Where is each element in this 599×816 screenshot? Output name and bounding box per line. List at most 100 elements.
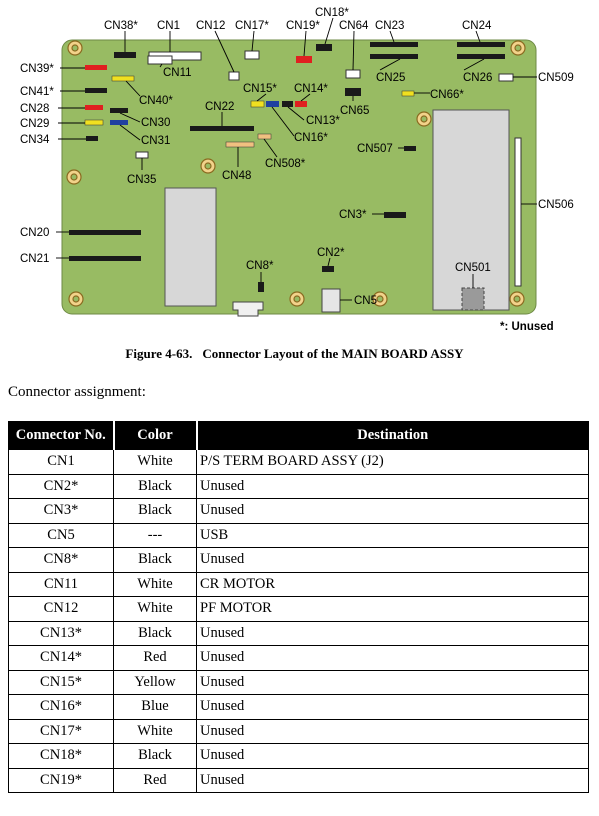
cell-color: Black <box>113 473 197 499</box>
cn24-connector-a <box>457 42 505 47</box>
table-row: CN5---USB <box>8 522 589 548</box>
cell-destination: Unused <box>196 498 589 524</box>
label-cn1: CN1 <box>157 20 180 32</box>
cn5-usb-connector <box>321 288 341 313</box>
label-cn16: CN16* <box>294 132 328 144</box>
label-cn34: CN34 <box>20 134 50 146</box>
unused-note: *: Unused <box>500 321 554 333</box>
label-cn41: CN41* <box>20 86 54 98</box>
cell-color: Black <box>113 620 197 646</box>
cell-color: Black <box>113 547 197 573</box>
label-cn21: CN21 <box>20 253 49 265</box>
label-cn19: CN19* <box>286 20 320 32</box>
cn506-connector <box>514 137 522 287</box>
cell-destination: Unused <box>196 718 589 744</box>
cell-connector: CN15* <box>8 669 114 695</box>
cell-color: White <box>113 571 197 597</box>
cell-color: White <box>113 718 197 744</box>
label-cn26: CN26 <box>463 72 492 84</box>
table-header-row: Connector No. Color Destination <box>8 421 589 450</box>
cell-destination: Unused <box>196 743 589 769</box>
cn22-connector <box>190 126 254 131</box>
cell-destination: Unused <box>196 694 589 720</box>
cn29-connector <box>84 119 104 126</box>
cell-connector: CN14* <box>8 645 114 671</box>
cell-connector: CN17* <box>8 718 114 744</box>
label-cn18: CN18* <box>315 7 349 19</box>
cell-connector: CN2* <box>8 473 114 499</box>
cn19-connector <box>296 56 312 63</box>
cell-color: Black <box>113 743 197 769</box>
cn18-connector <box>316 44 332 51</box>
cn39-connector <box>85 65 107 70</box>
connectors <box>69 42 514 292</box>
cell-connector: CN12 <box>8 596 114 622</box>
label-cn40: CN40* <box>139 95 173 107</box>
cn65-connector <box>345 88 361 96</box>
cell-destination: P/S TERM BOARD ASSY (J2) <box>196 449 589 475</box>
mounting-holes <box>66 40 526 307</box>
label-cn507: CN507 <box>357 143 393 155</box>
label-cn64: CN64 <box>339 20 369 32</box>
cell-connector: CN3* <box>8 498 114 524</box>
cn17-connector <box>244 50 260 60</box>
label-cn8: CN8* <box>246 260 274 272</box>
cn31-connector <box>110 120 128 125</box>
cell-connector: CN5 <box>8 522 114 548</box>
label-cn28: CN28 <box>20 103 49 115</box>
chip-right <box>432 109 510 311</box>
cell-destination: Unused <box>196 620 589 646</box>
bottom-tab <box>232 301 264 317</box>
cell-destination: CR MOTOR <box>196 571 589 597</box>
label-cn2: CN2* <box>317 247 345 259</box>
label-cn22: CN22 <box>205 101 234 113</box>
header-destination: Destination <box>196 421 589 450</box>
label-cn65: CN65 <box>340 105 369 117</box>
label-cn12: CN12 <box>196 20 225 32</box>
cn64-connector <box>345 69 361 79</box>
cn509-connector <box>498 73 514 82</box>
cell-connector: CN16* <box>8 694 114 720</box>
label-cn24: CN24 <box>462 20 492 32</box>
cell-color: Blue <box>113 694 197 720</box>
main-board-connector-diagram: CN38* CN1 CN12 CN17* CN18* CN19* CN64 CN… <box>20 7 574 333</box>
label-cn20: CN20 <box>20 227 49 239</box>
cn16-connector <box>266 101 279 107</box>
cell-connector: CN1 <box>8 449 114 475</box>
cn20-connector <box>69 230 141 235</box>
cell-color: Black <box>113 498 197 524</box>
cn14-connector <box>295 101 307 107</box>
header-color: Color <box>113 421 198 450</box>
label-cn501: CN501 <box>455 262 491 274</box>
cn2-connector <box>322 266 334 272</box>
cell-connector: CN19* <box>8 767 114 793</box>
label-cn39: CN39* <box>20 63 54 75</box>
label-cn38: CN38* <box>104 20 138 32</box>
cn40-connector <box>111 75 135 82</box>
cn13-connector <box>282 101 293 107</box>
cell-destination: Unused <box>196 669 589 695</box>
cn66-connector <box>401 90 415 97</box>
cn507-connector <box>404 146 416 151</box>
label-cn66: CN66* <box>430 89 464 101</box>
label-cn23: CN23 <box>375 20 404 32</box>
cn35-connector <box>135 151 149 159</box>
cn23-connector-b <box>370 54 418 59</box>
cell-color: Red <box>113 645 197 671</box>
label-cn31: CN31 <box>141 135 170 147</box>
cn501-connector <box>461 287 485 311</box>
cell-color: White <box>113 596 197 622</box>
cn15-connector <box>250 100 265 108</box>
label-cn508: CN508* <box>265 158 306 170</box>
